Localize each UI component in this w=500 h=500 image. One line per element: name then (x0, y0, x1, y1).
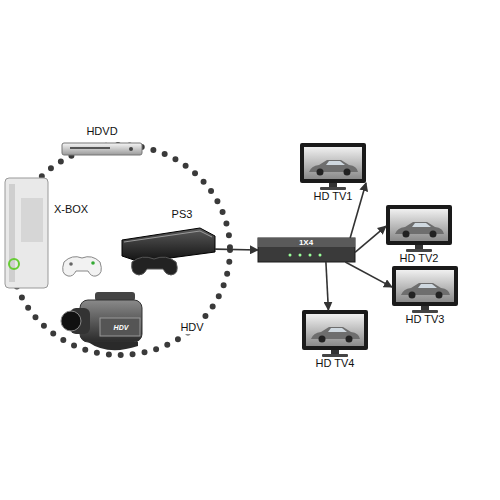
splitter-top (258, 238, 355, 247)
led (299, 254, 302, 257)
hd-tv: HD TV1 (300, 143, 366, 190)
hd-tv (392, 266, 458, 313)
ps3-controller (132, 257, 178, 275)
hd-tv: HD TV4 (302, 310, 368, 357)
led (319, 254, 322, 257)
ps3-console: PS3 (122, 228, 215, 262)
signal-arrow (355, 226, 386, 252)
hd-tv (300, 143, 366, 190)
ps3-body (122, 228, 215, 262)
hdv-camcorder (61, 292, 142, 350)
hd-tv: HD TV2 (386, 205, 452, 252)
signal-arrow (345, 262, 392, 287)
controller-button (91, 261, 95, 265)
hdv-camcorder: HDV (68, 292, 145, 360)
controller-stick (69, 262, 73, 266)
dvd-body (62, 143, 142, 155)
ps3-console (122, 228, 215, 275)
splitter-body (258, 238, 355, 262)
led (309, 254, 312, 257)
splitter-box (258, 238, 355, 262)
controller-body (63, 257, 102, 276)
hand-strap (88, 342, 138, 350)
splitter-box: 1X4 (258, 238, 355, 262)
xbox-console: X-BOX (5, 178, 48, 288)
xbox-console (5, 178, 48, 288)
dvd-player: HDVD (62, 143, 142, 155)
device-label: HD TV1 (312, 190, 355, 203)
signal-arrow (326, 262, 329, 310)
ring-light (9, 259, 19, 269)
vent (21, 198, 43, 242)
device-label: HD TV2 (398, 252, 441, 265)
lens (61, 311, 81, 331)
xbox-controller (63, 257, 102, 276)
ps3-highlight (124, 231, 212, 242)
device-label: HDVD (84, 125, 119, 138)
hd-tv (302, 310, 368, 357)
device-label: X-BOX (52, 203, 90, 216)
hd-tv: HD TV3 (392, 266, 458, 313)
power-button (129, 147, 133, 151)
device-label: 1X4 (297, 239, 315, 247)
signal-arrow (215, 248, 258, 251)
device-label: PS3 (170, 208, 195, 221)
brand-label: HDV (112, 324, 131, 331)
device-label: HD TV4 (314, 357, 357, 370)
xbox-body (5, 178, 48, 288)
hd-tv (386, 205, 452, 252)
disc-slot (70, 147, 110, 149)
device-label: HDV (178, 321, 205, 334)
side-screen (100, 318, 140, 336)
device-label: HD TV3 (404, 313, 447, 326)
dvd-player (62, 143, 142, 155)
led (289, 254, 292, 257)
